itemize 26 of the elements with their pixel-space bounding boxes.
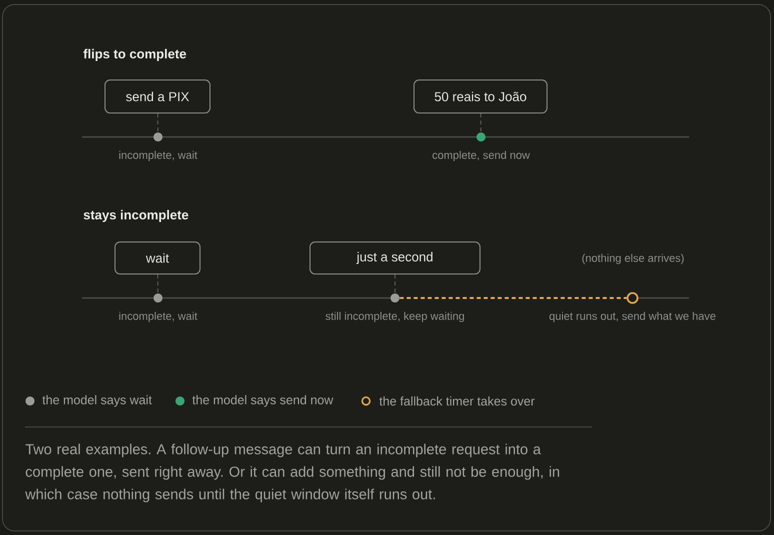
message-box: 50 reais to João bbox=[414, 80, 548, 114]
leader-line bbox=[394, 274, 396, 294]
leader-line bbox=[480, 113, 482, 133]
legend-label: the model says wait bbox=[42, 395, 152, 407]
dot-label: complete, send now bbox=[432, 150, 530, 162]
status-dot bbox=[476, 132, 486, 142]
section-heading: stays incomplete bbox=[84, 210, 188, 222]
dot-label: quiet runs out, send what we have bbox=[549, 312, 716, 322]
dashed-line bbox=[400, 297, 627, 299]
dot-label: incomplete, wait bbox=[119, 312, 198, 322]
dot-label: still incomplete, keep waiting bbox=[326, 312, 464, 322]
message-box: wait bbox=[114, 242, 200, 274]
note-text: (nothing else arrives) bbox=[582, 254, 684, 264]
status-dot bbox=[154, 132, 162, 142]
leader-line bbox=[157, 113, 158, 133]
legend-label: the model says send now bbox=[192, 395, 334, 407]
leader-line bbox=[157, 274, 158, 294]
legend-label: the fallback timer takes over bbox=[379, 396, 535, 406]
caption-text: Two real examples. A follow-up message can turn an incomplete request into a complete one, sent right away. Or it can add something and still not be enough, in which case nothing sends until the quiet window itself runs out. bbox=[25, 444, 560, 502]
timer-ring bbox=[626, 292, 638, 304]
dot-label: incomplete, wait bbox=[119, 150, 198, 162]
message-box: send a PIX bbox=[104, 80, 210, 114]
section-heading: flips to complete bbox=[83, 48, 186, 62]
status-dot bbox=[390, 294, 400, 302]
status-dot bbox=[154, 294, 162, 302]
message-box: just a second bbox=[310, 242, 480, 274]
